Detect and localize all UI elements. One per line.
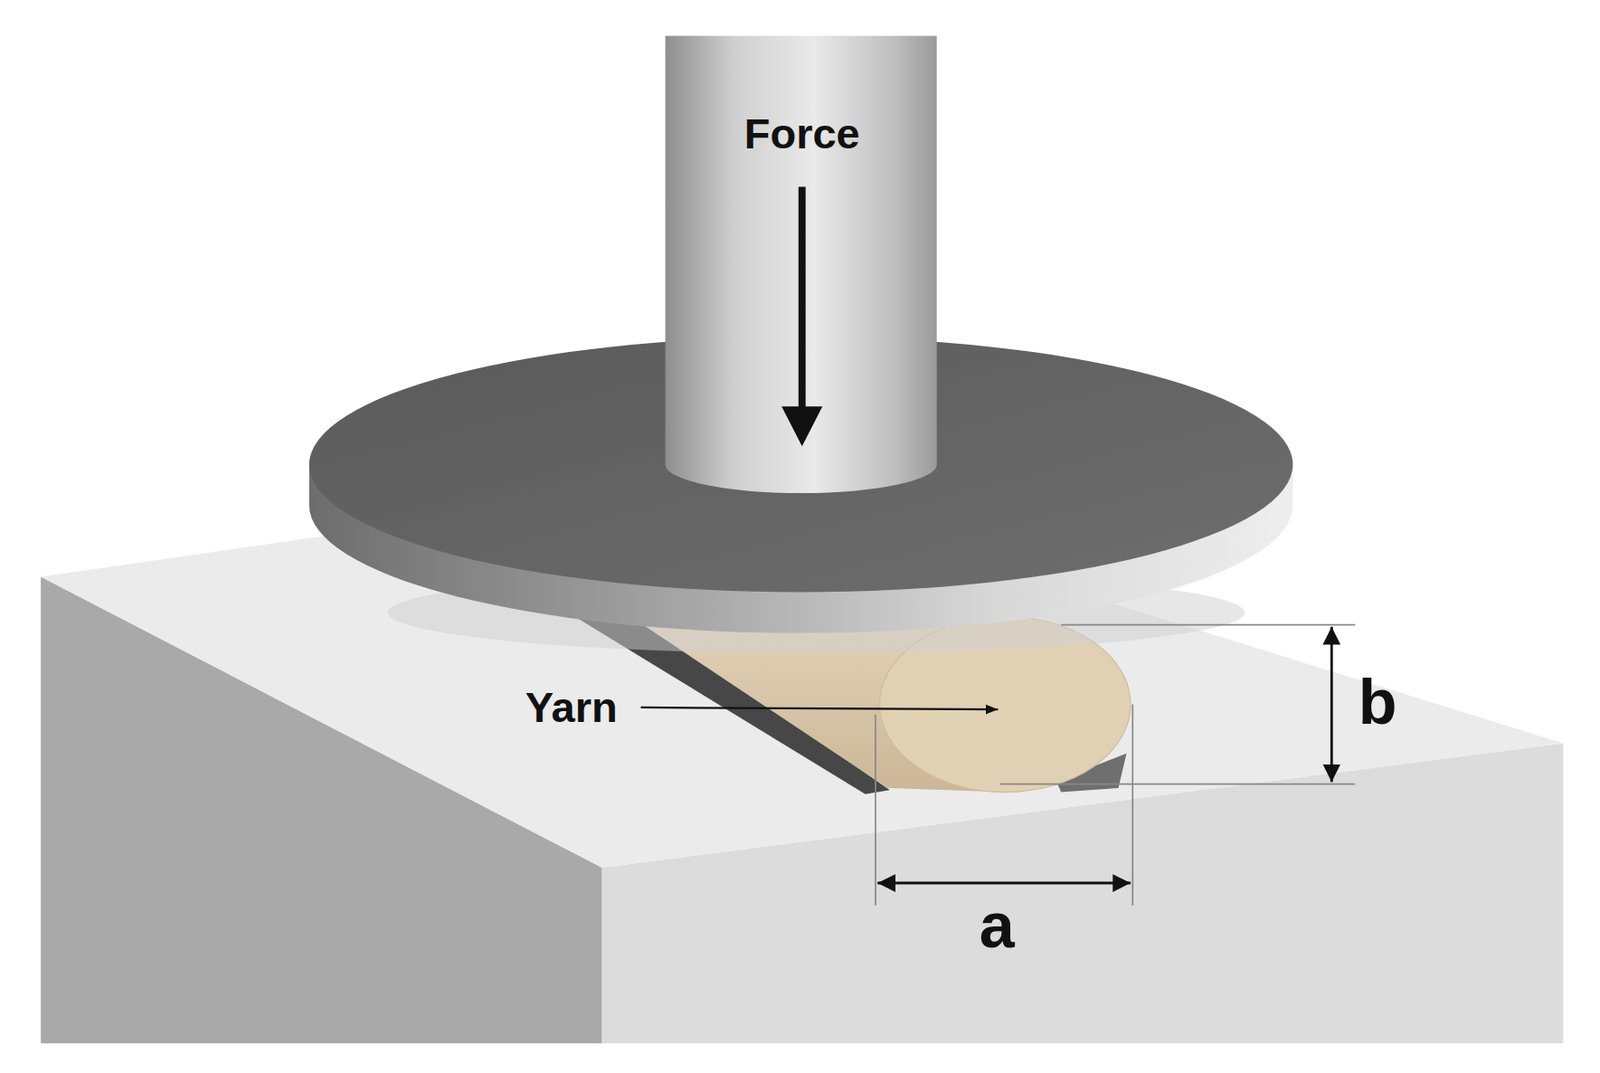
b-extension-top [1060,624,1355,626]
rod [665,36,938,465]
dimension-b-label: b [1358,670,1398,734]
a-dimension-line [877,881,1131,885]
yarn-label: Yarn [525,684,618,728]
b-extension-bottom [1000,783,1356,786]
force-label: Force [744,111,861,154]
a-extension-left [874,714,877,906]
yarn-leader [641,707,999,710]
force-arrow-head [781,406,823,446]
dimension-a-label: a [979,893,1015,957]
a-extension-right [1131,704,1134,906]
rod-base [665,435,938,493]
force-arrow-shaft [798,187,806,414]
b-dimension-line [1330,626,1334,782]
